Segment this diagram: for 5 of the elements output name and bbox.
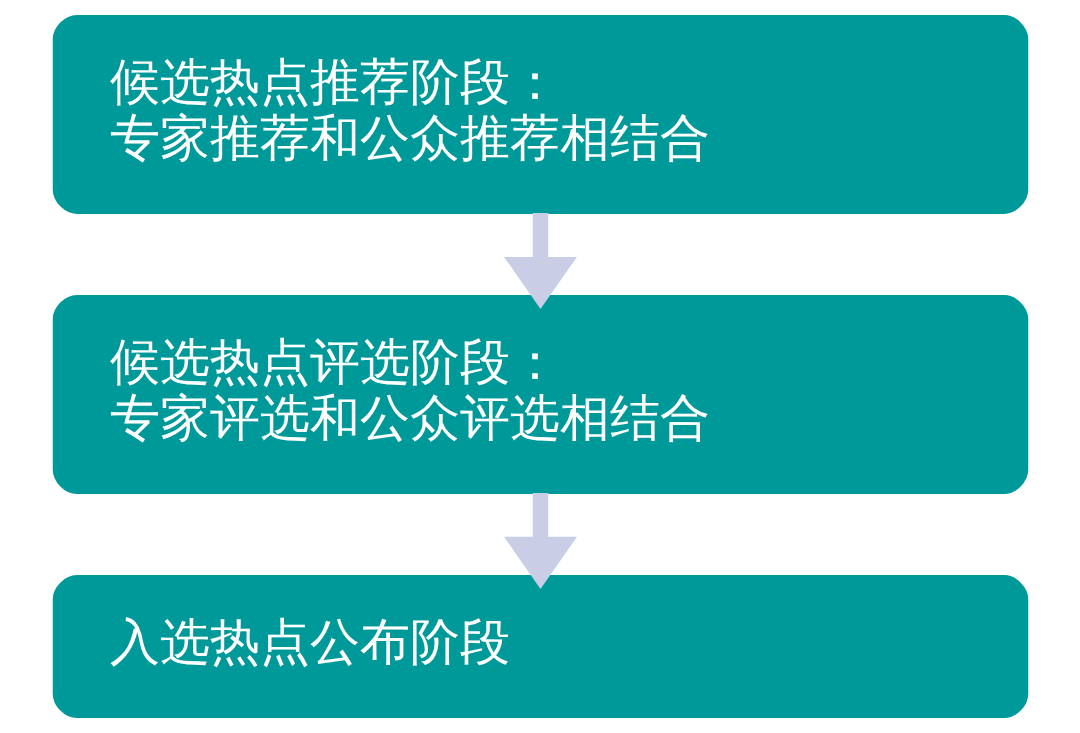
node-box: 候选热点评选阶段： 专家评选和公众评选相结合: [52, 295, 1028, 494]
node-box: 候选热点推荐阶段： 专家推荐和公众推荐相结合: [52, 14, 1028, 214]
node-box: 入选热点公布阶段: [52, 575, 1028, 719]
arrow: [503, 493, 577, 589]
arrow: [503, 212, 577, 310]
